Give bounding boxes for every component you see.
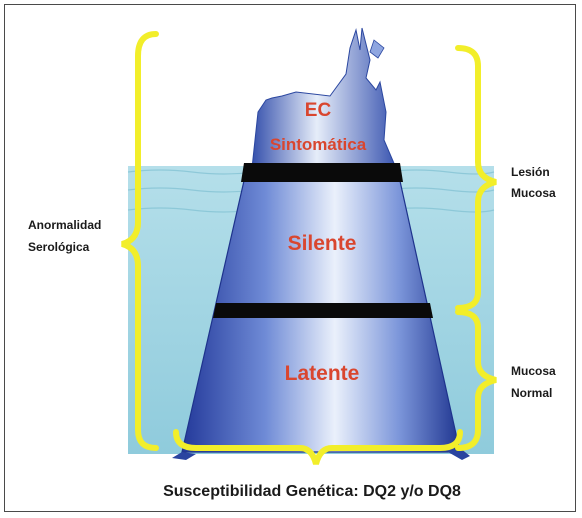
bottom-layer-label: Latente [285,362,360,385]
right-top-label-line1: Lesión [511,165,550,179]
tip-label-line1: EC [305,100,332,121]
figure-border [4,4,576,512]
divider-band-lower [213,303,433,318]
right-bottom-label-line1: Mucosa [511,364,556,378]
iceberg-tip [251,27,397,169]
brace-right-lower [455,309,497,451]
right-bottom-label-line2: Normal [511,386,552,400]
right-top-label-line2: Mucosa [511,186,556,200]
ice-fragment [369,39,385,59]
brace-bottom [173,429,463,465]
brace-left [121,31,159,451]
left-label-line1: Anormalidad [28,218,101,232]
iceberg-bottom-left [172,452,196,460]
tip-label-line2: Sintomática [270,135,367,154]
left-label-line2: Serológica [28,240,90,254]
middle-layer-label: Silente [288,232,357,255]
divider-band-upper [241,163,403,182]
iceberg-bottom-right [448,448,470,460]
genetic-caption: Susceptibilidad Genética: DQ2 y/o DQ8 [163,483,461,500]
brace-right-upper [455,45,497,311]
